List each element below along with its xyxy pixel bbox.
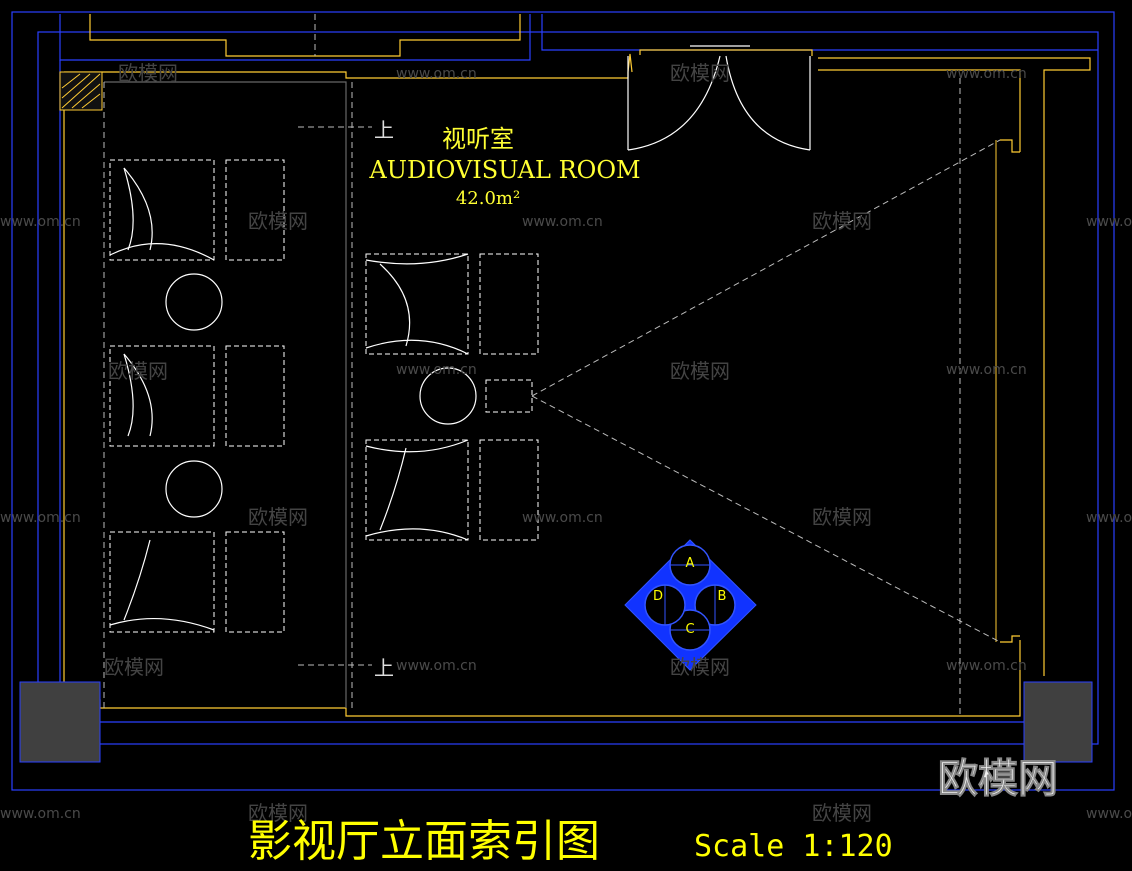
watermark-url: www.om.cn bbox=[396, 362, 477, 378]
watermark-url: www.om.cn bbox=[522, 214, 603, 230]
outer-frame bbox=[11, 11, 1115, 791]
watermark-brand: 欧模网 bbox=[248, 505, 308, 529]
watermark-url: www.om.cn bbox=[0, 214, 81, 230]
index-label-b: B bbox=[718, 589, 727, 604]
projection-cone bbox=[531, 139, 1001, 643]
elevation-index-symbol: A B C D bbox=[624, 539, 757, 671]
watermark-url: www.om.cn bbox=[396, 66, 477, 82]
watermark-brand: 欧模网 bbox=[104, 655, 164, 679]
index-label-d: D bbox=[653, 589, 663, 604]
seat-group-center bbox=[365, 253, 539, 541]
watermark-url: www.om.cn bbox=[946, 66, 1027, 82]
watermark-url: www.om.cn bbox=[396, 658, 477, 674]
watermark-brand: 欧模网 bbox=[248, 801, 308, 825]
watermark-brand: 欧模网 bbox=[118, 61, 178, 85]
room-name-cn: 视听室 bbox=[442, 125, 514, 153]
stair-label-bottom: 上 bbox=[374, 656, 394, 680]
room-name-en: AUDIOVISUAL ROOM bbox=[368, 156, 640, 184]
room-area: 42.0m² bbox=[456, 188, 520, 209]
watermark-url: www.om.cn bbox=[522, 510, 603, 526]
projector bbox=[485, 379, 533, 413]
watermark-brand: 欧模网 bbox=[108, 359, 168, 383]
room-walls bbox=[63, 14, 1091, 717]
watermark-brand: 欧模网 bbox=[812, 505, 872, 529]
watermark-brand: 欧模网 bbox=[670, 359, 730, 383]
watermark-url: www.om.cn bbox=[1086, 806, 1132, 822]
hatched-column bbox=[59, 71, 103, 111]
column-block-left bbox=[19, 681, 101, 763]
index-label-c: C bbox=[685, 622, 694, 637]
watermark-url: www.om.cn bbox=[946, 362, 1027, 378]
stair-label-top: 上 bbox=[374, 118, 394, 142]
watermark-url: www.om.cn bbox=[1086, 510, 1132, 526]
index-label-a: A bbox=[686, 556, 695, 571]
watermark-brand: 欧模网 bbox=[248, 209, 308, 233]
watermark-brand: 欧模网 bbox=[670, 61, 730, 85]
drawing-scale: Scale 1:120 bbox=[694, 829, 893, 864]
double-door bbox=[627, 45, 811, 151]
watermark-layer: 欧模网 www.om.cn 欧模网 www.om.cn www.om.cn 欧模… bbox=[0, 61, 1132, 825]
watermark-brand: 欧模网 bbox=[812, 209, 872, 233]
watermark-url: www.om.cn bbox=[0, 510, 81, 526]
watermark-url: www.om.cn bbox=[0, 806, 81, 822]
watermark-brand: 欧模网 bbox=[670, 655, 730, 679]
column-block-right bbox=[1023, 681, 1093, 763]
watermark-url: www.om.cn bbox=[1086, 214, 1132, 230]
watermark-brand: 欧模网 bbox=[812, 801, 872, 825]
seat-group-left bbox=[109, 159, 285, 633]
brand-logo: 欧模网 bbox=[938, 756, 1058, 802]
watermark-url: www.om.cn bbox=[946, 658, 1027, 674]
drawing-title: 影视厅立面索引图 bbox=[248, 816, 600, 867]
dashed-guides bbox=[103, 14, 961, 716]
